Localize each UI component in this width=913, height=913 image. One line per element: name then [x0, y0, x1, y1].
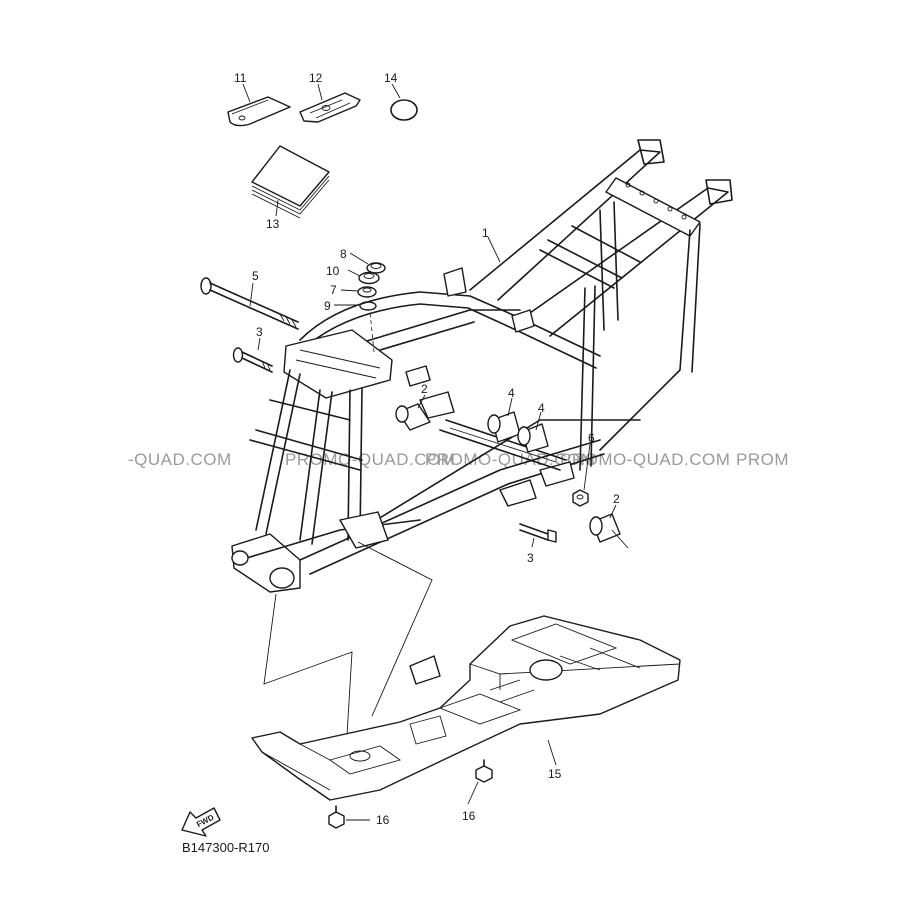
part-5-bolt	[200, 277, 299, 330]
callout-16: 16	[376, 813, 390, 827]
callout-numbers: 11 12 14 13 1 8 10 7 9 5 3 2 4 4 6 2 3 1…	[234, 71, 620, 827]
callout-4: 4	[538, 401, 545, 415]
part-6-nut	[572, 489, 589, 507]
callout-10: 10	[326, 264, 340, 278]
watermark-text: PROM	[736, 450, 789, 469]
part-3-bolt	[519, 523, 557, 543]
callout-3: 3	[256, 325, 263, 339]
part-1-frame	[231, 139, 733, 593]
part-16-bolt	[475, 759, 493, 783]
part-16-bolt	[328, 805, 345, 829]
callout-3: 3	[527, 551, 534, 565]
callout-13: 13	[266, 217, 280, 231]
callout-16: 16	[462, 809, 476, 823]
part-4-mount	[517, 423, 549, 453]
callout-11: 11	[234, 71, 247, 85]
assembly-line	[357, 541, 433, 717]
assembly-line	[263, 593, 353, 753]
callout-1: 1	[482, 226, 489, 240]
part-10-bearing	[358, 271, 380, 285]
callout-6: 6	[588, 431, 595, 445]
callout-9: 9	[324, 299, 331, 313]
part-2-mount	[589, 513, 629, 549]
callout-2: 2	[421, 382, 428, 396]
part-4-mount	[487, 411, 521, 443]
callout-5: 5	[252, 269, 259, 283]
part-2-mount	[395, 403, 431, 431]
part-12-clamp	[299, 92, 361, 123]
callout-4: 4	[508, 386, 515, 400]
fwd-arrow-icon: FWD	[181, 807, 221, 837]
leader-lines	[242, 83, 617, 821]
callout-2: 2	[613, 492, 620, 506]
callout-14: 14	[384, 71, 398, 85]
part-14-ring	[390, 99, 418, 121]
part-7-nut	[357, 286, 377, 298]
part-13-manual	[251, 145, 330, 219]
callout-7: 7	[330, 283, 337, 297]
part-11-plate	[227, 96, 291, 127]
callout-8: 8	[340, 247, 347, 261]
watermark: -QUAD.COM PROMO-QUAD.COM PROMO-QUAD.COM …	[128, 450, 789, 469]
callout-12: 12	[309, 71, 323, 85]
watermark-text: PROMO-QUAD.COM	[285, 450, 455, 469]
part-3-bolt	[232, 347, 273, 373]
part-8-collar	[366, 262, 386, 274]
diagram-code: B147300-R170	[182, 840, 269, 855]
part-15-skid-plate	[251, 615, 681, 801]
watermark-text: -QUAD.COM	[128, 450, 232, 469]
callout-15: 15	[548, 767, 562, 781]
